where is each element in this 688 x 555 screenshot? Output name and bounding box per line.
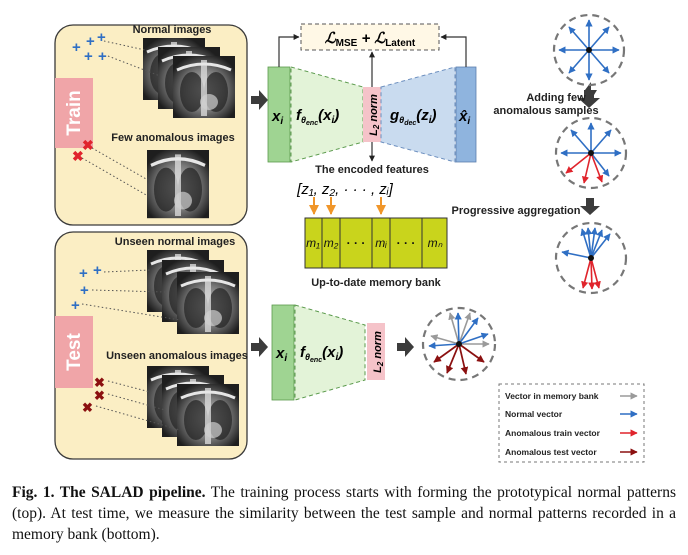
svg-text:+: + [79,265,88,282]
step-aggregation: Progressive aggregation [452,205,581,217]
test-input-block [271,304,295,401]
legend-label: Anomalous test vector [505,447,597,457]
svg-text:✖: ✖ [94,375,105,390]
train-normal-title: Normal images [133,24,212,36]
train-panel: Train Normal images Few anomalous images… [54,24,248,226]
loss-box [300,23,440,51]
figure-caption: Fig. 1. The SALAD pipeline. The training… [12,482,676,545]
loss-label: ℒMSE + ℒLatent [325,30,416,49]
salad-pipeline-diagram: Train Normal images Few anomalous images… [54,13,645,463]
svg-text:xi: xi [275,345,287,364]
vector-circle-normal [552,13,626,87]
memory-cell: m₁ [306,236,320,250]
caption-text: The training process starts with forming… [12,484,676,543]
svg-text:+: + [72,39,81,56]
test-encoder-label: fθenc(xi) [300,344,343,364]
svg-text:xi: xi [271,108,283,127]
anomalous-sample-cross-icon: ✖ [82,137,94,153]
svg-text:+: + [80,282,89,299]
anomalous-xray-image [145,148,211,220]
vector-circle-aggregated [554,221,628,295]
encoder-label: fθenc(xi) [296,107,339,127]
svg-text:x̂i: x̂i [458,108,470,127]
encoded-features-label: The encoded features [315,164,429,176]
feature-sequence: [z₁, z₂, · · · , zᵢ] [296,181,393,198]
train-anomalous-title: Few anomalous images [111,132,234,144]
memory-cell: mᵢ [375,236,387,250]
memory-cell: · · · [347,236,366,250]
train-autoencoder: xi fθenc(xi) L2 norm gθdec(zi) x̂i ℒMSE … [267,23,477,198]
test-connector-lines [81,269,181,431]
legend-label: Normal vector [505,409,563,419]
test-anomalous-title: Unseen anomalous images [106,350,248,362]
memory-cell: mₙ [428,236,443,250]
svg-text:+: + [93,262,102,279]
svg-text:+: + [86,33,95,50]
memory-bank-label: Up-to-date memory bank [311,277,441,289]
svg-text:✖: ✖ [94,388,105,403]
decoder-label: gθdec(zi) [389,107,437,127]
test-encoder: xi fθenc(xi) L2 norm [271,304,385,401]
train-connector-lines [81,40,161,197]
test-encoder-block [294,304,366,401]
memory-cell: m₂ [324,236,339,250]
svg-text:+: + [97,29,106,46]
step-adding-line1: Adding few [526,92,586,104]
unseen-normal-plus-icon: ++++ [71,262,102,314]
svg-text:+: + [84,48,93,65]
test-normal-xray-image [175,270,241,336]
test-anomalous-xray-image [175,382,241,448]
test-panel: Test Unseen normal images Unseen anomalo… [54,231,248,460]
loss-connectors [278,34,467,162]
test-side-label-box [55,316,93,388]
anomalous-sample-cross-icon: ✖ [72,148,84,164]
unseen-anomalous-cross-icon: ✖✖✖ [82,375,105,415]
normal-xray-image [171,54,237,120]
memory-cell: · · · [397,236,416,250]
svg-text:L2 norm: L2 norm [372,331,385,373]
memory-bank: m₁ m₂ · · · mᵢ · · · mₙ Up-to-date memor… [304,197,448,289]
legend-label: Anomalous train vector [505,428,601,438]
caption-label: Fig. 1. The SALAD pipeline. [12,484,206,501]
down-arrow [578,90,600,108]
normal-sample-plus-icon: +++ ++ [72,29,107,65]
feature-write-arrows [309,197,386,215]
step-adding-line2: anomalous samples [493,105,598,117]
test-l2-norm-block [367,323,385,380]
svg-text:✖: ✖ [82,400,93,415]
svg-text:+: + [98,48,107,65]
legend-label: Vector in memory bank [505,391,599,401]
test-normal-title: Unseen normal images [115,236,235,248]
test-side-label: Test [64,333,85,371]
svg-text:+: + [71,297,80,314]
legend: Vector in memory bank Normal vector Anom… [498,383,645,463]
decoder-block [380,66,456,163]
train-side-label: Train [64,90,85,135]
svg-text:L2 norm: L2 norm [368,94,381,136]
l2-norm-block [363,87,381,142]
vector-circle-test [421,306,497,382]
train-side-label-box [55,78,93,148]
vector-circle-with-anomalies [554,116,628,190]
